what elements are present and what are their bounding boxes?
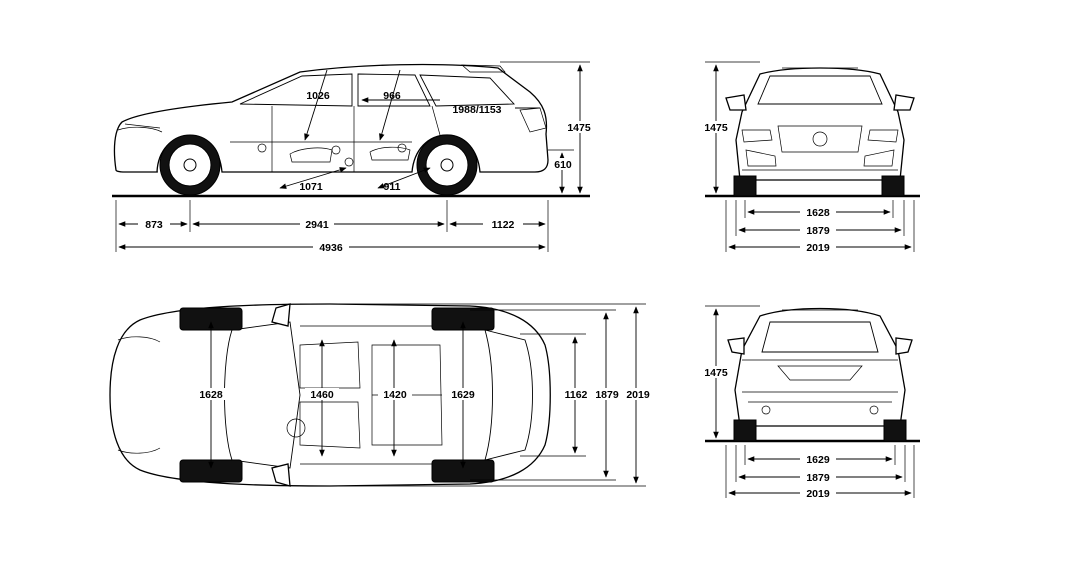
side-rear-legroom-label: 911 [384, 181, 401, 193]
front-width-label: 1879 [806, 225, 830, 237]
front-height-label: 1475 [704, 122, 728, 134]
side-rear-headroom-label: 966 [383, 90, 401, 102]
side-length-label: 4936 [319, 242, 343, 254]
side-ground-clearance-label: 610 [554, 159, 572, 171]
top-view: 1628 1460 1420 1629 1162 1879 2019 [109, 303, 654, 487]
side-front-legroom-label: 1071 [299, 181, 323, 193]
side-front-headroom-label: 1026 [306, 90, 330, 102]
top-width-mirrors-label: 2019 [626, 389, 650, 401]
rear-track-label: 1629 [806, 454, 830, 466]
top-cargo-width-label: 1162 [565, 389, 588, 401]
side-height-label: 1475 [567, 122, 591, 134]
rear-width-label: 1879 [806, 472, 830, 484]
top-rear-shoulder-label: 1420 [383, 389, 407, 401]
rear-view: 1475 1629 1879 2019 [700, 305, 920, 500]
front-view: 1475 1628 1879 2019 [700, 61, 920, 254]
top-width-label: 1879 [595, 389, 619, 401]
top-front-track-label: 1628 [199, 389, 223, 401]
side-view: 1026 966 1988/1153 1475 610 1071 911 873… [112, 61, 596, 254]
top-front-shoulder-label: 1460 [310, 389, 334, 401]
side-rear-overhang-label: 1122 [492, 219, 515, 231]
side-wheelbase-label: 2941 [305, 219, 329, 231]
front-track-label: 1628 [806, 207, 830, 219]
rear-height-label: 1475 [704, 367, 728, 379]
side-front-overhang-label: 873 [145, 219, 163, 231]
side-rear-headroom-cargo-label: 1988/1153 [452, 104, 501, 116]
rear-width-mirrors-label: 2019 [806, 488, 830, 500]
top-rear-track-label: 1629 [451, 389, 475, 401]
front-width-mirrors-label: 2019 [806, 242, 830, 254]
